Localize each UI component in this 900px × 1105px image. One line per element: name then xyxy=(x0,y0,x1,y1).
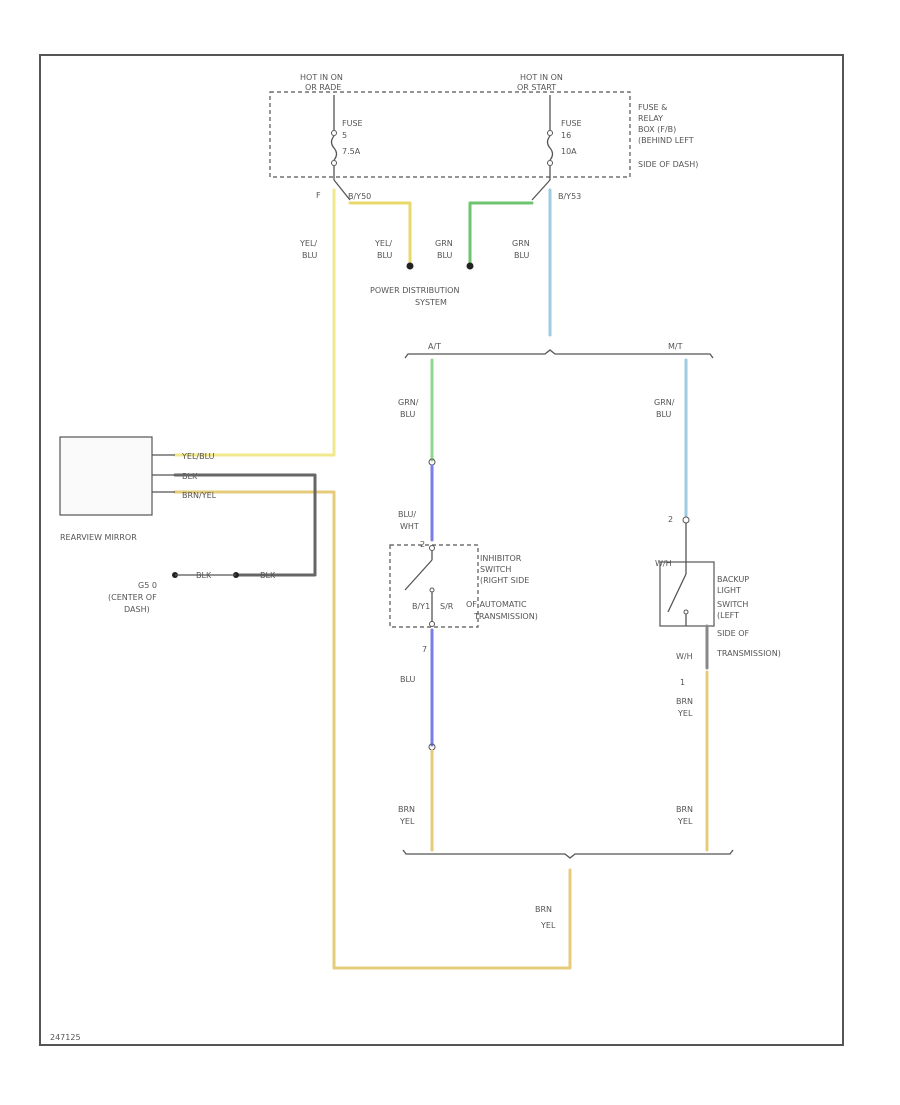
wire-label-brn-yel-3b: YEL xyxy=(677,817,693,826)
fuse-pin-right: B/Y53 xyxy=(558,192,581,201)
wire-label-yel-blu-1b: BLU xyxy=(302,251,318,260)
wire-label-grn-blu-at-b: BLU xyxy=(400,410,416,419)
backup-label-3: SWITCH xyxy=(717,600,748,609)
fuse-right-label-2: 16 xyxy=(561,131,571,140)
fuse-left-hot-label-2: OR RADE xyxy=(305,83,341,92)
inhibitor-switch-box xyxy=(389,544,479,628)
fuse-left-label-2: 5 xyxy=(342,131,347,140)
wire-label-grn-blu-1b: BLU xyxy=(437,251,453,260)
backup-label-5: SIDE OF xyxy=(717,629,749,638)
mt-connector-top xyxy=(682,516,690,524)
ground-wire-label-1: BLK xyxy=(196,571,212,580)
mirror-pin-1-label: YEL/BLU xyxy=(181,452,215,461)
fuse-right-hot-label: HOT IN ON xyxy=(520,73,563,82)
backup-label-1: BACKUP xyxy=(717,575,749,584)
fuse-box-desc-4: (BEHIND LEFT xyxy=(638,136,694,145)
wire-label-grn-blu-2b: BLU xyxy=(514,251,530,260)
power-distribution-label-2: SYSTEM xyxy=(415,298,447,307)
fuse-left-symbol xyxy=(330,95,338,180)
fuse-pin-left-2: B/Y50 xyxy=(348,192,371,201)
wire-blk-ground xyxy=(173,473,317,577)
fuse-right-symbol xyxy=(546,95,554,180)
backup-label-4: (LEFT xyxy=(717,611,739,620)
inhibitor-label-4: OF AUTOMATIC xyxy=(466,600,527,609)
inhibitor-pin-top: 2 xyxy=(420,540,425,549)
mirror-pin-3-label: BRN/YEL xyxy=(182,491,217,500)
wire-label-blu: BLU xyxy=(400,675,416,684)
wire-label-brn-yel-1a: BRN xyxy=(398,805,415,814)
branch-mt-label: M/T xyxy=(668,342,683,351)
ground-wire-label-2: BLK xyxy=(260,571,276,580)
wire-label-brn-yel-4a: BRN xyxy=(535,905,552,914)
wire-label-brn-yel-4b: YEL xyxy=(540,921,556,930)
backup-pin-bot2: 1 xyxy=(680,678,685,687)
fuse-pin-left: F xyxy=(316,191,321,200)
wire-label-yel-blu-2a: YEL/ xyxy=(374,239,392,248)
inhibitor-pin-mid: B/Y1 xyxy=(412,602,430,611)
wire-label-blu-wht-b: WHT xyxy=(400,522,419,531)
branch-bracket xyxy=(404,349,714,359)
rearview-mirror-label: REARVIEW MIRROR xyxy=(60,533,137,542)
fuse-left-hot-label: HOT IN ON xyxy=(300,73,343,82)
branch-at-label: A/T xyxy=(428,342,441,351)
backup-label-6: TRANSMISSION) xyxy=(716,649,781,658)
fuse-box-outline xyxy=(269,91,631,178)
diagram-frame xyxy=(39,54,844,1046)
ground-code: G5 0 xyxy=(138,581,157,590)
inhibitor-pin-mid2: S/R xyxy=(440,602,454,611)
inhibitor-label-5: TRANSMISSION) xyxy=(473,612,538,621)
fuse-left-label-1: FUSE xyxy=(342,119,363,128)
fuse-box-desc-3: BOX (F/B) xyxy=(638,125,676,134)
backup-pin-top: 2 xyxy=(668,515,673,524)
wire-label-grn-blu-at-a: GRN/ xyxy=(398,398,419,407)
wire-label-brn-yel-3a: BRN xyxy=(676,805,693,814)
backup-switch-box xyxy=(659,561,715,627)
wire-label-grn-blu-1a: GRN xyxy=(435,239,453,248)
power-distribution-label-1: POWER DISTRIBUTION xyxy=(370,286,459,295)
backup-pin-top2: W/H xyxy=(655,559,672,568)
wire-brn-yel-return xyxy=(173,490,572,970)
wire-label-blu-wht-a: BLU/ xyxy=(398,510,416,519)
inhibitor-label-1: INHIBITOR xyxy=(480,554,522,563)
fuse-right-label-3: 10A xyxy=(561,147,577,156)
fuse-box-desc-1: FUSE & xyxy=(638,103,667,112)
inhibitor-switch-symbol xyxy=(404,545,435,627)
wire-label-grn-blu-mt-a: GRN/ xyxy=(654,398,675,407)
inhibitor-pin-bottom: 7 xyxy=(422,645,427,654)
wire-label-grn-blu-mt-b: BLU xyxy=(656,410,672,419)
pds-splice-right xyxy=(466,262,474,270)
wire-label-brn-yel-1b: YEL xyxy=(399,817,415,826)
fuse-left-label-3: 7.5A xyxy=(342,147,361,156)
inhibitor-label-3: (RIGHT SIDE xyxy=(480,576,529,585)
wire-label-brn-yel-2a: BRN xyxy=(676,697,693,706)
fuse-box-desc-5: SIDE OF DASH) xyxy=(638,160,698,169)
fuse-right-hot-label-2: OR START xyxy=(517,83,556,92)
rearview-mirror-box xyxy=(59,436,153,516)
fuse-box-desc-2: RELAY xyxy=(638,114,663,123)
fuse-right-label-1: FUSE xyxy=(561,119,582,128)
ground-location-2: DASH) xyxy=(124,605,150,614)
wire-yel-blu-to-mirror xyxy=(173,188,336,457)
diagram-footer-code: 247125 xyxy=(50,1033,81,1042)
bottom-bracket xyxy=(402,849,734,859)
wire-label-brn-yel-2b: YEL xyxy=(677,709,693,718)
backup-switch-symbol xyxy=(667,562,689,626)
wire-label-yel-blu-2b: BLU xyxy=(377,251,393,260)
pds-splice-left xyxy=(406,262,414,270)
backup-label-2: LIGHT xyxy=(717,586,741,595)
wire-grn-blu-to-pds xyxy=(468,201,534,267)
wire-label-yel-blu-1a: YEL/ xyxy=(299,239,317,248)
inhibitor-label-2: SWITCH xyxy=(480,565,511,574)
wire-yel-blu-to-pds xyxy=(348,201,412,267)
backup-pin-bot: W/H xyxy=(676,652,693,661)
wire-label-grn-blu-2a: GRN xyxy=(512,239,530,248)
ground-location-1: (CENTER OF xyxy=(108,593,157,602)
